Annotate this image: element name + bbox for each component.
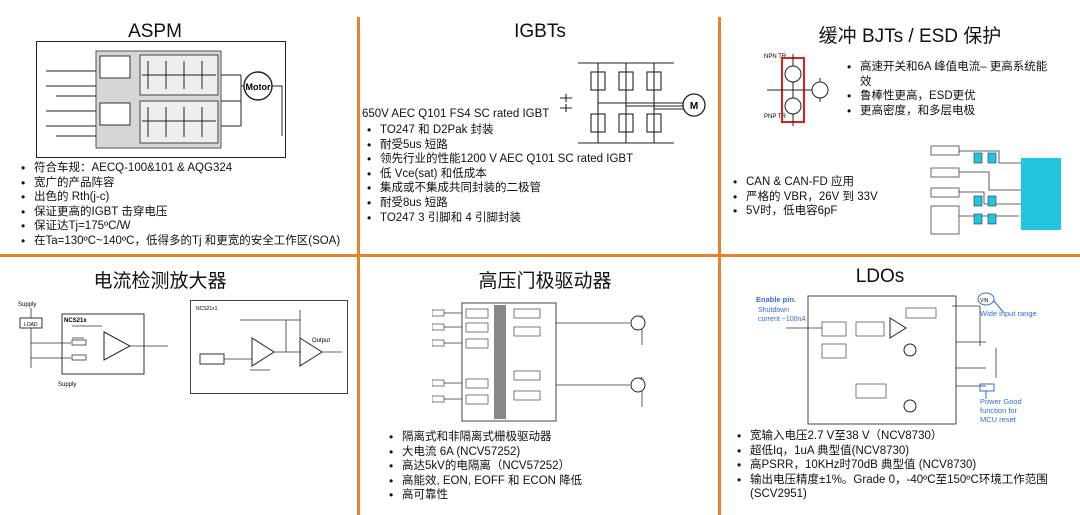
igbt-bullet: 耐受8us 短路 [366, 196, 633, 211]
divider-vertical-right [718, 17, 721, 515]
bjt-bullet: 高速开关和6A 峰值电流– 更高系统能效 [846, 60, 1056, 89]
aspm-bullets: 符合车规：AECQ-100&101 & AQG324 宽广的产品阵容 出色的 R… [20, 161, 340, 249]
gate-bullet: 高达5kV的电隔离（NCV57252） [388, 459, 582, 474]
ldo-bullet: 输出电压精度±1%。Grade 0，-40ºC至150ºC环境工作范围 (SCV… [736, 473, 1056, 502]
ldo-pg-annotation-2: function for [980, 406, 1018, 415]
igbt-motor-label: M [690, 101, 698, 112]
aspm-bullet: 宽广的产品阵容 [20, 176, 340, 191]
npn-label: NPN TR [764, 54, 787, 60]
igbt-bullet: TO247 3 引脚和 4 引脚封装 [366, 211, 633, 226]
igbt-bullets: TO247 和 D2Pak 封装 耐受5us 短路 领先行业的性能1200 V … [366, 123, 633, 225]
csa-supply-label-bottom: Supply [58, 382, 76, 388]
bjt-bullet: 严格的 VBR，26V 到 33V [732, 190, 878, 205]
bjt-bullet: 5V时，低电容6pF [732, 204, 878, 219]
csa-schematic-right: NCS21x1 Output [190, 300, 348, 394]
igbt-bullet: 集成或不集成共同封装的二极管 [366, 181, 633, 196]
bjt-title: 缓冲 BJTs / ESD 保护 [818, 26, 1002, 47]
csa-supply-label: Supply [18, 302, 36, 308]
ldo-title: LDOs [855, 266, 905, 287]
bjt-bullet: 更高密度，和多层电极 [846, 104, 1056, 119]
bjt-bullet: 鲁棒性更高，ESD更优 [846, 89, 1056, 104]
igbt-bullet: 耐受5us 短路 [366, 138, 633, 153]
ldo-bullets: 宽输入电压2.7 V至38 V（NCV8730） 超低Iq，1uA 典型值(NC… [736, 429, 1056, 502]
ldo-vin-label: VIN [980, 298, 989, 304]
igbt-bullet: 低 Vce(sat) 和低成本 [366, 167, 633, 182]
bjt-bullets-bottom: CAN & CAN-FD 应用 严格的 VBR，26V 到 33V 5V时，低电… [732, 175, 878, 219]
bjt-bullet: CAN & CAN-FD 应用 [732, 175, 878, 190]
ldo-shutdown-annotation: Shutdown [758, 307, 789, 314]
gate-bullet: 高能效, EON, EOFF 和 ECON 降低 [388, 474, 582, 489]
csa-load-label: LOAD [24, 322, 38, 328]
ldo-pg-annotation-3: MCU reset [980, 415, 1017, 424]
ldo-pg-annotation-1: Power Good [980, 397, 1022, 406]
aspm-schematic: Motor [36, 41, 286, 158]
gate-bullet: 高可靠性 [388, 488, 582, 503]
aspm-bullet: 在Ta=130ºC~140ºC，低得多的Tj 和更宽的安全工作区(SOA) [20, 234, 340, 249]
csa-schematic-left: Supply LOAD NCS21x Supply [18, 302, 168, 388]
ldo-bullet: 宽输入电压2.7 V至38 V（NCV8730） [736, 429, 1056, 444]
igbt-bullet: TO247 和 D2Pak 封装 [366, 123, 633, 138]
bjt-bullets-top: 高速开关和6A 峰值电流– 更高系统能效 鲁棒性更高，ESD更优 更高密度，和多… [846, 60, 1056, 118]
ldo-bullet: 超低Iq，1uA 典型值(NCV8730) [736, 444, 1056, 459]
divider-horizontal [0, 254, 1080, 257]
aspm-bullet: 保证更高的IGBT 击穿电压 [20, 205, 340, 220]
gate-bullet: 大电流 6A (NCV57252) [388, 445, 582, 460]
ldo-range-annotation: Wide input range [980, 309, 1037, 318]
aspm-bullet: 保证达Tj=175ºC/W [20, 219, 340, 234]
ldo-current-annotation: current ~100nA [758, 316, 806, 323]
pnp-label: PNP TR [764, 114, 786, 120]
aspm-bullet: 符合车规：AECQ-100&101 & AQG324 [20, 161, 340, 176]
gate-title: 高压门极驱动器 [478, 271, 612, 292]
igbt-title: IGBTs [514, 21, 566, 42]
csa-part2-label: NCS21x1 [196, 306, 218, 312]
igbt-headline: 650V AEC Q101 FS4 SC rated IGBT [362, 108, 550, 120]
csa-part-label: NCS21x [64, 318, 87, 324]
ldo-bullet: 高PSRR，10KHz时70dB 典型值 (NCV8730) [736, 458, 1056, 473]
csa-title: 电流检测放大器 [93, 271, 227, 292]
ldo-enable-annotation: Enable pin. [756, 295, 796, 304]
aspm-motor-label: Motor [246, 82, 271, 92]
csa-output-label: Output [312, 338, 330, 344]
igbt-bullet: 领先行业的性能1200 V AEC Q101 SC rated IGBT [366, 152, 633, 167]
aspm-title: ASPM [128, 21, 182, 42]
ldo-schematic: Enable pin. Shutdown current ~100nA VIN … [756, 292, 1037, 425]
gate-bullets: 隔离式和非隔离式栅极驱动器 大电流 6A (NCV57252) 高达5kV的电隔… [388, 430, 582, 503]
bjt-schematic: NPN TR PNP TR [764, 54, 829, 126]
gate-bullet: 隔离式和非隔离式栅极驱动器 [388, 430, 582, 445]
divider-vertical-left [357, 17, 360, 515]
aspm-bullet: 出色的 Rth(j-c) [20, 190, 340, 205]
esd-can-schematic [930, 145, 1061, 235]
gate-driver-schematic [432, 302, 646, 422]
